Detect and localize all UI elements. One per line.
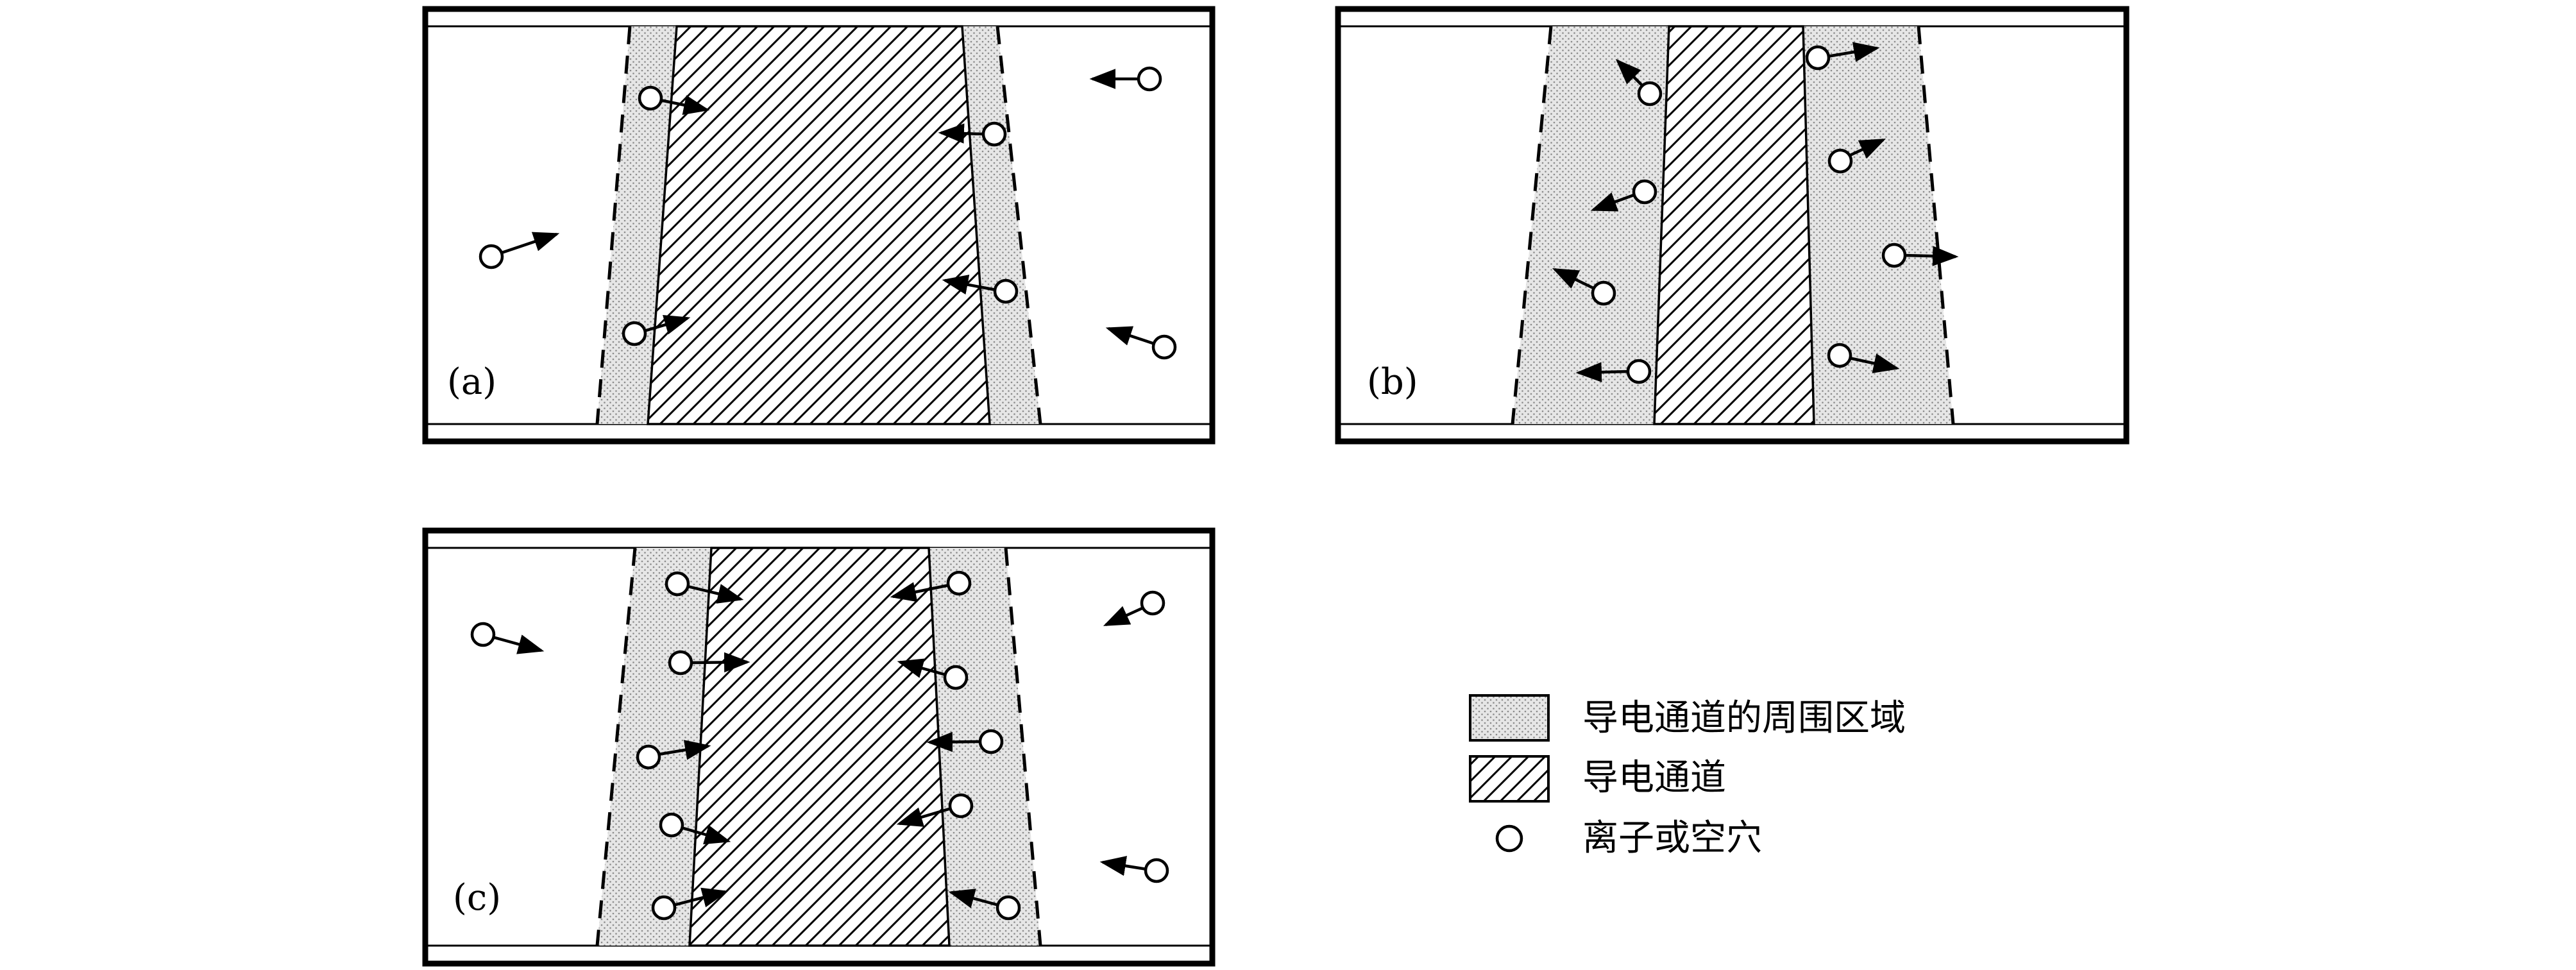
legend-item-surrounding-region: 导电通道的周围区域: [1469, 694, 1906, 742]
ion-or-vacancy-icon: [943, 665, 969, 690]
boundary-right-dashed: [1917, 26, 1955, 425]
legend: 导电通道的周围区域 导电通道 离子或空穴: [1469, 694, 1906, 859]
conductive-channel: [688, 547, 951, 947]
ion-or-vacancy-icon: [1137, 66, 1162, 92]
surrounding-region-right: [962, 26, 1040, 424]
ion-or-vacancy-icon: [1827, 148, 1853, 174]
ion-or-vacancy-icon: [479, 244, 504, 269]
conductive-channel-swatch: [1469, 755, 1550, 803]
panel-label-a: (a): [447, 361, 496, 403]
ion-or-vacancy-icon: [993, 278, 1019, 304]
legend-item-ion-or-vacancy: 离子或空穴: [1495, 817, 1762, 859]
panel-label-b: (b): [1367, 361, 1418, 403]
panel-b: (b): [1335, 6, 2130, 445]
boundary-left-dashed: [1511, 26, 1553, 425]
conductive-channel: [1653, 25, 1815, 425]
ion-or-vacancy-icon: [996, 895, 1021, 921]
legend-label: 导电通道的周围区域: [1582, 697, 1906, 739]
boundary-left-dashed: [595, 547, 637, 946]
ion-or-vacancy-icon: [1827, 343, 1852, 368]
boundary-right-dashed: [1004, 547, 1042, 946]
ion-or-vacancy-icon: [665, 571, 690, 597]
ion-or-vacancy-icon: [1637, 81, 1663, 106]
ion-or-vacancy-icon: [978, 729, 1004, 754]
ion-or-vacancy-icon: [470, 622, 496, 647]
ion-or-vacancy-icon: [636, 744, 661, 770]
ion-or-vacancy-icon: [622, 321, 647, 346]
legend-label: 离子或空穴: [1582, 817, 1762, 859]
legend-item-conductive-channel: 导电通道: [1469, 755, 1726, 803]
ion-or-vacancy-icon: [1805, 45, 1831, 71]
surrounding-region-right: [1803, 26, 1953, 424]
particle-group: [1552, 42, 1959, 384]
boundary-right-dashed: [996, 26, 1042, 425]
boundary-left-dashed: [595, 26, 632, 425]
ion-or-vacancy-icon: [638, 85, 663, 111]
ion-or-vacancy-icon: [1626, 359, 1652, 384]
surrounding-region-left: [597, 26, 677, 424]
surrounding-region-swatch: [1469, 694, 1550, 742]
ion-or-vacancy-icon: [1151, 334, 1177, 360]
ion-or-vacancy-icon: [946, 570, 972, 596]
ion-or-vacancy-icon: [668, 650, 693, 676]
panel-label-c: (c): [453, 877, 501, 919]
surrounding-region-left: [1513, 26, 1669, 424]
legend-label: 导电通道: [1582, 757, 1726, 799]
ion-or-vacancy-icon: [1144, 858, 1169, 883]
ion-or-vacancy-icon: [1140, 590, 1165, 616]
ion-or-vacancy-icon: [1632, 179, 1657, 205]
ion-or-vacancy-icon: [1591, 280, 1616, 306]
particle-group: [470, 570, 1169, 921]
ion-or-vacancy-icon: [651, 895, 677, 921]
particle-group: [479, 66, 1177, 360]
panel-a: (a): [422, 6, 1216, 445]
panel-c: (c): [422, 527, 1216, 967]
ion-or-vacancy-icon: [1881, 242, 1907, 268]
conductive-channel: [647, 25, 991, 425]
ion-or-vacancy-icon: [981, 121, 1007, 147]
ion-or-vacancy-icon: [948, 793, 974, 819]
ion-or-vacancy-icon: [1495, 824, 1523, 853]
ion-or-vacancy-icon: [659, 812, 684, 838]
